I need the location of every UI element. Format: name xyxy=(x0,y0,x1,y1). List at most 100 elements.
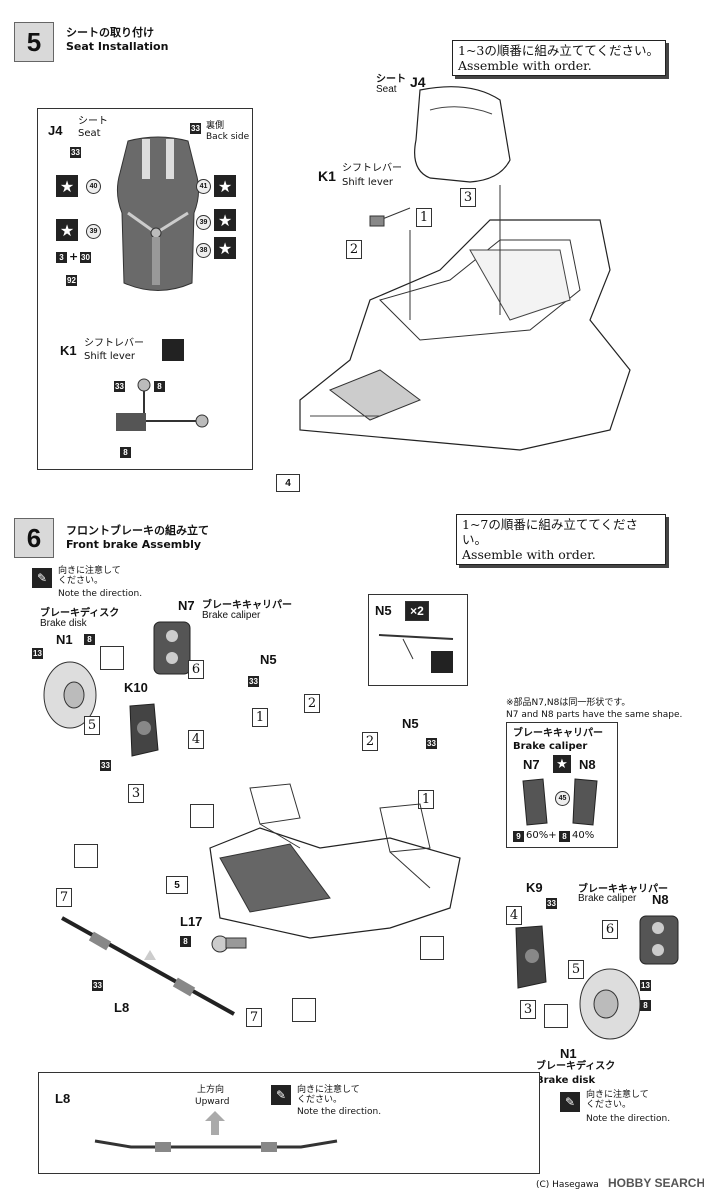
decal-code-39-left: 39 xyxy=(86,224,101,239)
upward-label-en: Upward xyxy=(195,1097,230,1107)
step-5-order-note-jp: 1~3の順番に組み立ててください。 xyxy=(458,43,660,58)
part-k9-label: K9 xyxy=(526,880,543,895)
caliper-box-illustration xyxy=(522,778,598,826)
code-33-n5-upper: 33 xyxy=(248,676,259,687)
plus-sign: + xyxy=(69,250,79,263)
star-mark-3: ★ xyxy=(56,219,78,241)
direction-caution-icon-box: ✎ xyxy=(271,1085,291,1105)
right-brake-disk-illustration xyxy=(579,968,641,1040)
no-glue-icon-1 xyxy=(100,646,124,670)
seat-label-en: Seat xyxy=(78,128,101,139)
step-6-order-note-jp: 1~7の順番に組み立ててください。 xyxy=(462,517,639,547)
code-33-k9: 33 xyxy=(546,898,557,909)
n5-detail-box: N5 ×2 xyxy=(368,594,468,686)
seat-belt-illustration xyxy=(116,136,200,291)
copyright-caption: (C) Hasegawa xyxy=(536,1180,599,1190)
decal-code-33-shift: 33 xyxy=(114,381,125,392)
no-glue-icon-4 xyxy=(292,998,316,1022)
brake-caliper-label-jp: ブレーキキャリパー xyxy=(202,600,292,611)
caliper-n8-label-jp: ブレーキキャリパー xyxy=(578,884,668,895)
part-n1-label: N1 xyxy=(56,632,73,647)
order-step-2-lower: 2 xyxy=(362,732,378,751)
step-6-title-jp: フロントブレーキの組み立て xyxy=(66,524,209,537)
order-step-1: 1 xyxy=(416,208,432,227)
part-n5-upper-label: N5 xyxy=(260,652,277,667)
watermark: HOBBY SEARCH xyxy=(608,1176,704,1190)
decal-code-39-right: 39 xyxy=(196,215,211,230)
brake-disk-label-en: Brake disk xyxy=(40,618,87,629)
decal-code-92: 92 xyxy=(66,275,77,286)
main-shift-part-number: K1 xyxy=(318,168,336,184)
bottom-direction-en: Note the direction. xyxy=(586,1114,671,1124)
order-step-7-left: 7 xyxy=(56,888,72,907)
star-mark-1: ★ xyxy=(56,175,78,197)
upward-label-jp: 上方向 xyxy=(197,1085,225,1095)
step-6-title-en: Front brake Assembly xyxy=(66,538,202,551)
same-shape-note-en: N7 and N8 parts have the same shape. xyxy=(506,710,683,720)
seat-part-number: J4 xyxy=(48,123,63,138)
star-mark-4: ★ xyxy=(214,209,236,231)
direction-note-jp: 向きに注意して ください。 xyxy=(58,566,121,586)
code-33-k10: 33 xyxy=(100,760,111,771)
part-n7-label: N7 xyxy=(178,598,195,613)
paint-brush-icon xyxy=(162,339,184,361)
caliper-box-label-jp: ブレーキキャリパー xyxy=(513,728,603,739)
main-shift-label-en: Shift lever xyxy=(342,177,394,188)
n5-box-quantity: ×2 xyxy=(405,601,429,621)
code-33-l8: 33 xyxy=(92,980,103,991)
front-chassis-illustration xyxy=(209,783,461,939)
decal-code-33: 33 xyxy=(70,147,81,158)
order-step-5-right: 5 xyxy=(568,960,584,979)
brake-caliper-label-en: Brake caliper xyxy=(202,610,261,621)
part-n5-lower-label: N5 xyxy=(402,716,419,731)
no-glue-icon-3 xyxy=(74,844,98,868)
stabilizer-l8-illustration xyxy=(61,916,235,1016)
mix-ratio-a: 60%+ xyxy=(526,830,557,841)
back-side-jp: 裏側 xyxy=(206,121,225,131)
seat-installation-illustration xyxy=(299,86,631,451)
decal-code-33-back: 33 xyxy=(190,123,201,134)
step-5-title-jp: シートの取り付け xyxy=(66,26,154,39)
code-13-n1-right: 13 xyxy=(640,980,651,991)
direction-caution-icon: ✎ xyxy=(32,568,52,588)
decal-code-38: 38 xyxy=(196,243,211,258)
order-step-2-upper: 2 xyxy=(304,694,320,713)
code-8-n1: 8 xyxy=(84,634,95,645)
bottom-direction-jp: 向きに注意して ください。 xyxy=(586,1090,649,1110)
order-step-4-left: 4 xyxy=(188,730,204,749)
left-brake-disk-illustration xyxy=(43,661,97,729)
order-step-4-right: 4 xyxy=(506,906,522,925)
caliper-box-n7: N7 xyxy=(523,757,540,772)
mix-color-8: 8 xyxy=(559,831,570,842)
direction-caution-icon-bottom: ✎ xyxy=(560,1092,580,1112)
order-step-1-lower: 1 xyxy=(418,790,434,809)
brake-disk-right-label-en: Brake disk xyxy=(536,1075,596,1086)
decal-code-40: 40 xyxy=(86,179,101,194)
part-n8-label: N8 xyxy=(652,892,669,907)
l8-upward-illustration xyxy=(94,1139,338,1152)
part-n1-right-label: N1 xyxy=(560,1046,577,1061)
mix-ratio-b: 40% xyxy=(572,830,595,841)
step-5-title-en: Seat Installation xyxy=(66,40,169,53)
code-8-l17: 8 xyxy=(180,936,191,947)
shift-lever-illustration xyxy=(116,378,209,431)
part-l8-label: L8 xyxy=(114,1000,130,1015)
upward-direction-en: Note the direction. xyxy=(297,1107,382,1117)
part-l17-label: L17 xyxy=(180,914,203,929)
step-6-order-note: 1~7の順番に組み立ててください。 Assemble with order. xyxy=(456,514,666,565)
step-5-order-note-en: Assemble with order. xyxy=(458,58,592,73)
n5-detail-illustration xyxy=(378,634,454,660)
step-6-order-note-en: Assemble with order. xyxy=(462,547,596,562)
upward-direction-jp: 向きに注意して ください。 xyxy=(297,1085,360,1105)
decal-code-41: 41 xyxy=(196,179,211,194)
upward-arrow-icon xyxy=(205,1111,225,1135)
upward-box-part-label: L8 xyxy=(55,1091,71,1106)
chassis-reference-4: 4 xyxy=(276,474,300,492)
chassis-reference-5: 5 xyxy=(166,876,188,894)
order-step-6-left: 6 xyxy=(188,660,204,679)
brake-disk-label-jp: ブレーキディスク xyxy=(40,608,120,619)
main-seat-label-en: Seat xyxy=(376,84,397,95)
upright-k9-illustration xyxy=(515,925,547,989)
decal-code-8-shift-b: 8 xyxy=(120,447,131,458)
order-step-7-center: 7 xyxy=(246,1008,262,1027)
